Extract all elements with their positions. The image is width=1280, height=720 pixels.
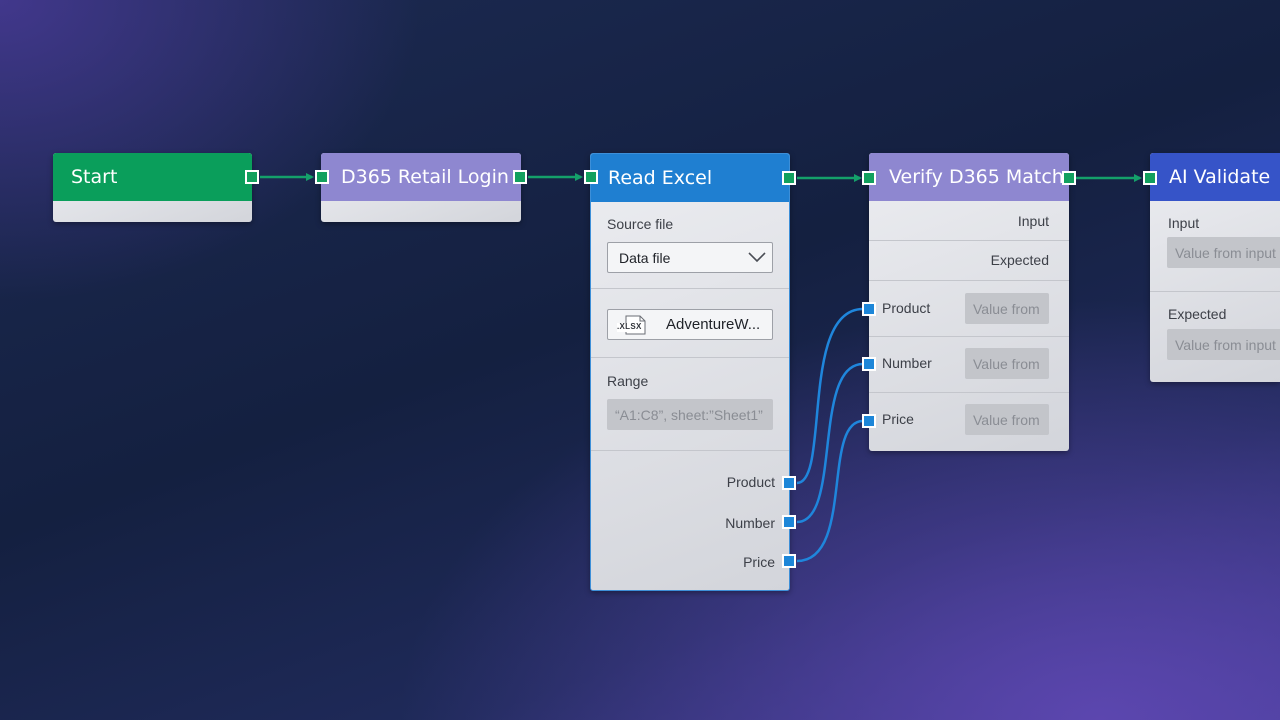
ai-input-field[interactable]: Value from input	[1167, 237, 1280, 268]
verify-expected-label: Expected	[990, 252, 1049, 268]
ai-validate-input-port[interactable]	[1143, 171, 1157, 185]
verify-price-row: Price Value from	[869, 393, 1069, 449]
read-excel-output-port[interactable]	[782, 171, 796, 185]
verify-product-field[interactable]: Value from	[965, 293, 1049, 324]
range-input[interactable]: “A1:C8”, sheet:”Sheet1”	[607, 399, 773, 430]
divider	[591, 450, 789, 451]
output-label-product: Product	[726, 474, 775, 490]
read-excel-input-port[interactable]	[584, 170, 598, 184]
login-node[interactable]: D365 Retail Login	[321, 153, 521, 222]
verify-product-input-port[interactable]	[862, 302, 876, 316]
login-input-port[interactable]	[315, 170, 329, 184]
ai-input-row: Input Value from input	[1150, 201, 1280, 292]
ai-expected-field[interactable]: Value from input	[1167, 329, 1280, 360]
source-file-dropdown[interactable]: Data file	[607, 242, 773, 273]
ai-validate-node-title: AI Validate	[1150, 153, 1280, 201]
verify-number-input-port[interactable]	[862, 357, 876, 371]
divider	[591, 357, 789, 358]
login-output-port[interactable]	[513, 170, 527, 184]
output-label-price: Price	[743, 554, 775, 570]
verify-node[interactable]: Verify D365 Match... Input Expected Prod…	[869, 153, 1069, 451]
verify-input-label: Input	[1017, 213, 1049, 229]
chevron-down-icon	[748, 252, 766, 263]
source-file-value: Data file	[619, 249, 671, 266]
login-node-title: D365 Retail Login	[321, 153, 521, 201]
ai-expected-row: Expected Value from input	[1150, 292, 1280, 382]
verify-node-title: Verify D365 Match...	[869, 153, 1069, 201]
start-node[interactable]: Start	[53, 153, 252, 222]
data-wire-product	[796, 307, 864, 485]
verify-input-row: Input	[869, 201, 1069, 241]
verify-price-field[interactable]: Value from	[965, 404, 1049, 435]
ai-validate-node[interactable]: AI Validate Input Value from input Expec…	[1150, 153, 1280, 382]
range-label: Range	[607, 373, 649, 389]
verify-expected-row: Expected	[869, 241, 1069, 281]
verify-output-port[interactable]	[1062, 171, 1076, 185]
verify-number-field[interactable]: Value from	[965, 348, 1049, 379]
start-output-port[interactable]	[245, 170, 259, 184]
source-file-label: Source file	[607, 216, 674, 232]
verify-price-input-port[interactable]	[862, 414, 876, 428]
price-output-port[interactable]	[782, 554, 796, 568]
ai-expected-label: Expected	[1168, 306, 1227, 322]
verify-product-label: Product	[882, 300, 931, 316]
data-wire-number	[796, 362, 864, 524]
number-output-port[interactable]	[782, 515, 796, 529]
ai-input-label: Input	[1168, 215, 1200, 231]
excel-file-name: AdventureW...	[666, 316, 761, 333]
verify-number-row: Number Value from	[869, 337, 1069, 393]
verify-price-label: Price	[882, 411, 914, 427]
start-node-title: Start	[53, 153, 252, 201]
verify-product-row: Product Value from	[869, 281, 1069, 337]
output-label-number: Number	[725, 515, 775, 531]
divider	[591, 288, 789, 289]
excel-file-picker[interactable]: .XLSX AdventureW...	[607, 309, 773, 340]
read-excel-node[interactable]: Read Excel Source file Data file .XLSX A…	[590, 153, 790, 591]
xlsx-file-icon: .XLSX	[616, 315, 648, 335]
product-output-port[interactable]	[782, 476, 796, 490]
read-excel-node-title: Read Excel	[591, 154, 789, 202]
data-wire-price	[796, 419, 864, 563]
verify-input-port[interactable]	[862, 171, 876, 185]
verify-number-label: Number	[882, 355, 932, 371]
